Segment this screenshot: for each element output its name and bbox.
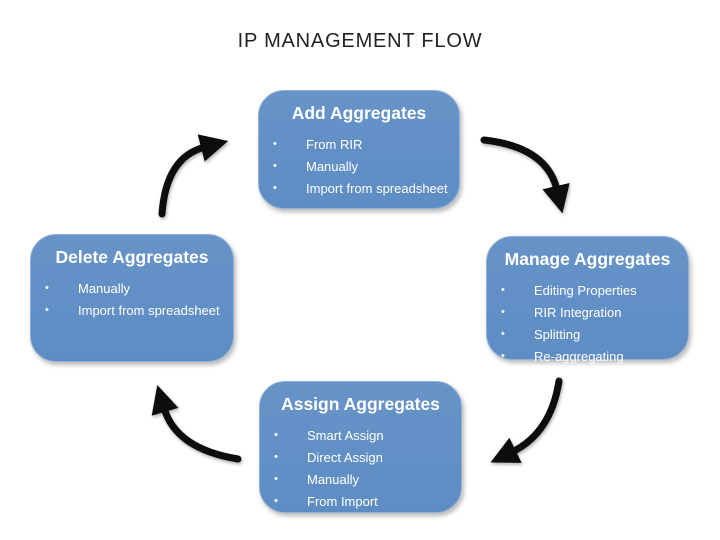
bullet-text: Manually (307, 471, 360, 487)
bullet-item: • Manually (259, 155, 459, 177)
bullet-text: From RIR (306, 136, 363, 152)
bullet-item: • From Import (260, 490, 461, 512)
arrow-manage-to-assign (490, 377, 563, 463)
node-delete-aggregates: Delete Aggregates • Manually • Import from … (30, 234, 234, 362)
node-manage-aggregates: Manage Aggregates • Editing Properties • RI… (486, 236, 689, 364)
node-assign-aggregates: Assign Aggregates • Smart Assign • Direct A… (259, 381, 462, 513)
bullet-icon: • (274, 473, 278, 485)
bullet-icon: • (45, 304, 49, 316)
node-title: Delete Aggregates (55, 247, 209, 267)
node-item-list: • Editing Properties • RIR Integration • Spli… (487, 279, 688, 367)
bullet-item: • From RIR (259, 133, 459, 155)
bullet-item: • Manually (31, 277, 233, 299)
bullet-icon: • (274, 451, 278, 463)
arrow-assign-to-delete (151, 384, 242, 463)
node-title: Add Aggregates (291, 103, 427, 123)
bullet-icon: • (273, 138, 277, 150)
bullet-icon: • (273, 160, 277, 172)
bullet-text: Import from spreadsheet (306, 180, 448, 196)
bullet-text: Manually (306, 158, 359, 174)
bullet-item: • Import from spreadsheet (31, 299, 233, 321)
arrow-delete-to-add (158, 134, 229, 218)
bullet-text: Smart Assign (307, 427, 384, 443)
bullet-text: From Import (307, 493, 378, 509)
bullet-item: • Import from spreadsheet (259, 177, 459, 199)
bullet-text: Splitting (534, 326, 581, 342)
bullet-text: Editing Properties (534, 282, 637, 298)
bullet-item: • Splitting (487, 323, 688, 345)
node-item-list: • From RIR • Manually • Import from spreadshe… (259, 133, 459, 199)
node-title: Manage Aggregates (504, 249, 671, 269)
bullet-item: • Manually (260, 468, 461, 490)
node-add-aggregates: Add Aggregates • From RIR • Manually • Import… (258, 90, 460, 209)
diagram-title: IP MANAGEMENT FLOW (237, 30, 483, 52)
bullet-icon: • (45, 282, 49, 294)
node-item-list: • Manually • Import from spreadsheet (31, 277, 233, 321)
bullet-icon: • (501, 328, 505, 340)
bullet-item: • Direct Assign (260, 446, 461, 468)
bullet-text: Import from spreadsheet (78, 302, 220, 318)
bullet-item: • Editing Properties (487, 279, 688, 301)
bullet-item: • RIR Integration (487, 301, 688, 323)
bullet-text: Re-aggregating (534, 348, 624, 364)
bullet-icon: • (273, 182, 277, 194)
bullet-item: • Re-aggregating (487, 345, 688, 367)
node-title: Assign Aggregates (281, 394, 440, 414)
bullet-icon: • (501, 350, 505, 362)
bullet-icon: • (274, 495, 278, 507)
bullet-text: Manually (78, 280, 131, 296)
node-item-list: • Smart Assign • Direct Assign • Manually • Fro… (260, 424, 461, 512)
bullet-icon: • (274, 429, 278, 441)
bullet-item: • Smart Assign (260, 424, 461, 446)
bullet-text: Direct Assign (307, 449, 383, 465)
bullet-text: RIR Integration (534, 304, 622, 320)
arrow-add-to-manage (480, 136, 570, 214)
bullet-icon: • (501, 284, 505, 296)
bullet-icon: • (501, 306, 505, 318)
